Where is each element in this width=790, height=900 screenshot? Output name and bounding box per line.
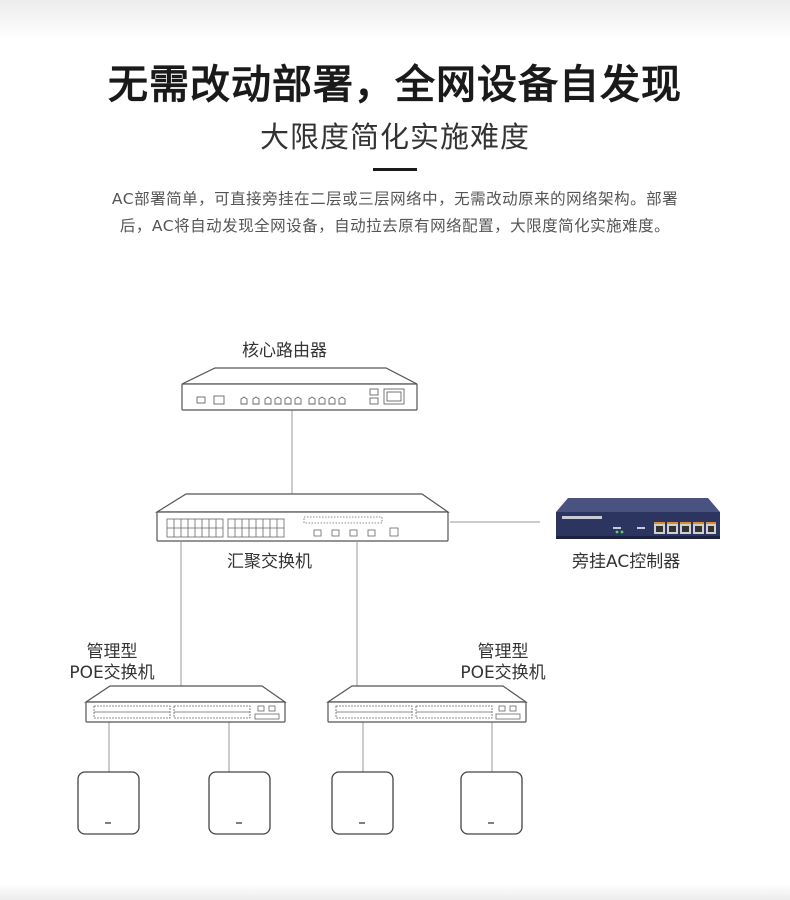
core-router-label: 核心路由器 xyxy=(242,341,327,361)
poe-switch-right-label-line2: POE交换机 xyxy=(460,663,546,683)
poe-switch-left-label-line2: POE交换机 xyxy=(69,663,155,683)
poe-switch-left-label-line1: 管理型 xyxy=(86,642,138,662)
top-shade xyxy=(0,0,790,40)
access-point-1 xyxy=(77,771,140,835)
ac-controller-device xyxy=(556,498,720,539)
page-title: 无需改动部署，全网设备自发现 xyxy=(108,62,682,108)
page-subtitle: 大限度简化实施难度 xyxy=(259,120,530,154)
connection-lines xyxy=(108,410,540,772)
aggregation-switch-label: 汇聚交换机 xyxy=(227,552,312,572)
bottom-shade xyxy=(0,884,790,900)
access-point-3 xyxy=(331,771,394,835)
poe-switch-right-label-line1: 管理型 xyxy=(477,642,529,662)
poe-switch-left-device xyxy=(84,685,287,723)
access-point-2 xyxy=(208,771,271,835)
poe-switch-right-device xyxy=(326,685,528,723)
aggregation-switch-device xyxy=(154,493,450,542)
access-point-4 xyxy=(460,771,523,835)
description-text: AC部署简单，可直接旁挂在二层或三层网络中，无需改动原来的网络架构。部署后，AC… xyxy=(111,190,679,235)
ac-controller-label: 旁挂AC控制器 xyxy=(572,552,681,572)
core-router-device xyxy=(181,367,418,411)
title-divider xyxy=(373,168,417,171)
